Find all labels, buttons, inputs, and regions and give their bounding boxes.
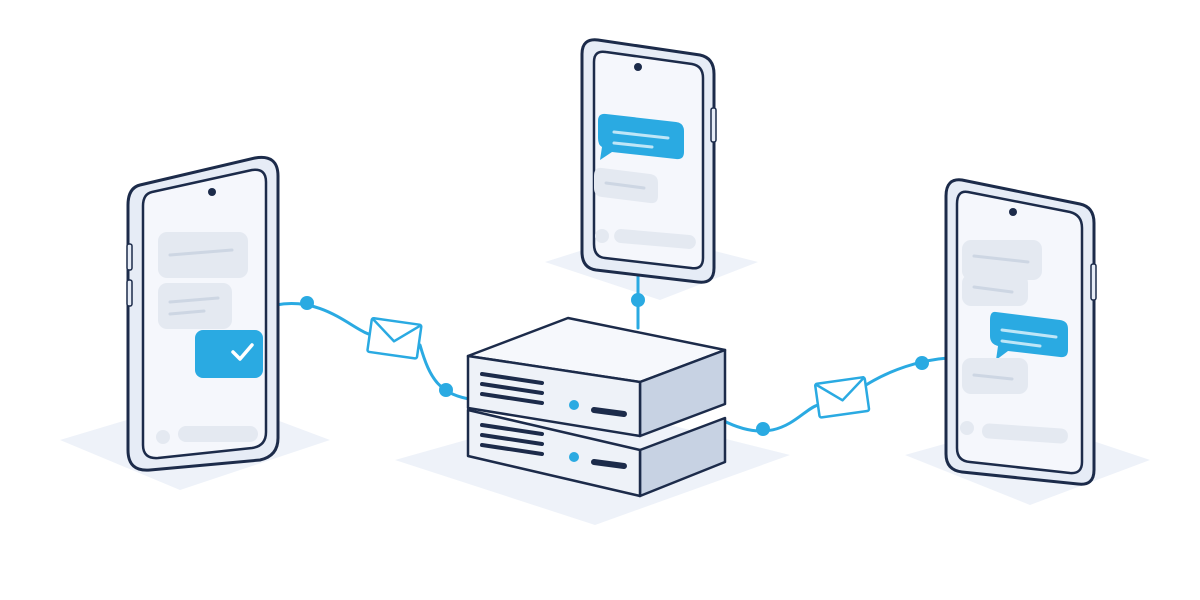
link-node: [915, 356, 929, 370]
connection-links: [274, 266, 950, 436]
server-upper-front: [466, 354, 642, 438]
message-bubble-received: [158, 232, 248, 278]
camera-icon: [634, 63, 642, 71]
phone-top: [580, 38, 717, 284]
phone-right-side-button: [1090, 263, 1097, 301]
avatar-dot: [595, 229, 609, 243]
phone-left-side-button: [126, 243, 133, 271]
server-upper-drive-slot: [591, 407, 627, 417]
message-bubble-sent: [195, 330, 263, 378]
bubble-text-line: [612, 141, 654, 149]
bubble-text-line: [168, 309, 206, 316]
link-server-to-phone-right: [720, 356, 950, 433]
link-node: [756, 422, 770, 436]
bubble-text-line: [612, 130, 670, 140]
phone-left: [126, 155, 280, 472]
server-lower-status-light: [569, 452, 579, 462]
message-input-bar: [178, 426, 258, 442]
message-input-bar: [982, 423, 1068, 444]
phone-top-screen: [592, 50, 705, 270]
bubble-text-line: [168, 248, 234, 257]
bubble-text-line: [604, 181, 646, 190]
message-bubble-sent: [990, 311, 1068, 360]
link-node: [631, 293, 645, 307]
server-lower-drive-slot: [591, 459, 627, 469]
envelope-icon: [814, 376, 871, 419]
avatar-dot: [156, 430, 170, 444]
server-upper-status-light: [569, 400, 579, 410]
bubble-text-line: [1000, 328, 1058, 339]
phone-left-side-button: [126, 279, 133, 307]
message-input-bar: [614, 229, 696, 249]
server-stack: [466, 316, 727, 498]
phone-right: [944, 178, 1097, 486]
bubble-text-line: [972, 285, 1014, 294]
camera-icon: [208, 188, 216, 196]
link-node: [439, 383, 453, 397]
server-lower-vents: [480, 423, 544, 456]
camera-icon: [1009, 208, 1017, 216]
server-lower-front: [466, 408, 642, 498]
server-upper-vents: [480, 372, 544, 405]
message-bubble-sent: [598, 113, 684, 160]
bubble-text-line: [1000, 339, 1042, 348]
link-node: [300, 296, 314, 310]
bubble-text-line: [168, 296, 220, 304]
avatar-dot: [960, 421, 974, 435]
checkmark-icon: [231, 343, 254, 361]
message-bubble-received: [158, 283, 232, 329]
bubble-text-line: [972, 373, 1014, 381]
bubble-text-line: [972, 254, 1030, 264]
envelope-icon: [366, 317, 423, 360]
phone-top-side-button: [710, 107, 717, 143]
